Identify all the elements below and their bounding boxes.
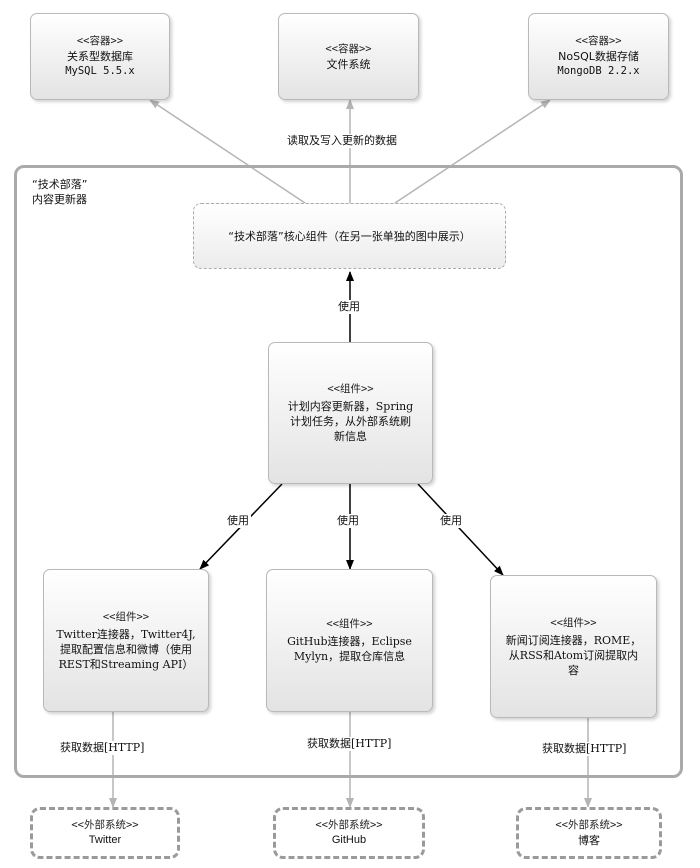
edge-label-uses-core: 使用 [336, 300, 362, 314]
container-filesystem-stereotype: <<容器>> [325, 42, 372, 55]
external-blog-stereotype: <<外部系统>> [555, 819, 623, 831]
arrow-core-to-nosql [394, 99, 551, 204]
core-components[interactable]: “技术部落”核心组件（在另一张单独的图中展示） [193, 203, 506, 269]
scheduler-stereotype: <<组件>> [327, 383, 374, 395]
content-updater-boundary [14, 165, 683, 778]
external-github[interactable]: <<外部系统>> GitHub [273, 807, 425, 859]
edge-label-read-write: 读取及写入更新的数据 [285, 134, 399, 148]
edge-label-fetch-github: 获取数据[HTTP] [305, 737, 394, 751]
edge-label-uses-twitter: 使用 [225, 514, 251, 528]
feed-connector-line1: 新闻订阅连接器，ROME， [505, 633, 642, 647]
feed-connector[interactable]: <<组件>> 新闻订阅连接器，ROME， 从RSS和Atom订阅提取内 容 [490, 575, 657, 718]
container-nosql-stereotype: <<容器>> [575, 35, 622, 47]
twitter-connector-line3: REST和Streaming API） [58, 657, 194, 671]
github-connector-line1: GitHub连接器，Eclipse [287, 635, 412, 648]
edge-label-uses-feeds: 使用 [438, 514, 464, 528]
container-mysql-stereotype: <<容器>> [76, 35, 124, 47]
boundary-label-line2: 内容更新器 [32, 193, 87, 206]
container-nosql-name: NoSQL数据存储 [558, 50, 639, 63]
scheduled-content-updater[interactable]: <<组件>> 计划内容更新器，Spring 计划任务，从外部系统刷 新信息 [268, 342, 433, 484]
feed-connector-stereotype: <<组件>> [550, 616, 597, 629]
core-components-text: “技术部落”核心组件（在另一张单独的图中展示） [228, 229, 471, 243]
container-nosql[interactable]: <<容器>> NoSQL数据存储 MongoDB 2.2.x [528, 13, 669, 100]
external-blog-name: 博客 [578, 834, 600, 847]
github-connector-line2: Mylyn，提取仓库信息 [293, 650, 406, 663]
github-connector[interactable]: <<组件>> GitHub连接器，Eclipse Mylyn，提取仓库信息 [266, 569, 433, 712]
boundary-label: “技术部落” 内容更新器 [32, 177, 87, 207]
feed-connector-line2: 从RSS和Atom订阅提取内 [508, 648, 639, 662]
scheduler-line2: 计划任务，从外部系统刷 [290, 415, 411, 428]
container-mysql-name: 关系型数据库 [67, 50, 133, 63]
feed-connector-line3: 容 [568, 663, 579, 677]
external-twitter-stereotype: <<外部系统>> [71, 819, 139, 831]
container-mysql[interactable]: <<容器>> 关系型数据库 MySQL 5.5.x [30, 13, 170, 100]
external-github-name: GitHub [331, 834, 367, 846]
boundary-label-line1: “技术部落” [32, 178, 88, 191]
external-twitter-name: Twitter [88, 834, 122, 846]
container-filesystem[interactable]: <<容器>> 文件系统 [278, 13, 419, 100]
scheduler-line3: 新信息 [334, 430, 367, 443]
external-github-stereotype: <<外部系统>> [315, 819, 383, 831]
edge-label-fetch-twitter: 获取数据[HTTP] [58, 741, 147, 755]
external-twitter[interactable]: <<外部系统>> Twitter [30, 807, 180, 859]
external-blog[interactable]: <<外部系统>> 博客 [516, 807, 662, 859]
arrow-core-to-mysql [149, 99, 306, 204]
twitter-connector[interactable]: <<组件>> Twitter连接器，Twitter4J, 提取配置信息和微博（使… [43, 569, 209, 712]
container-mysql-tech: MySQL 5.5.x [65, 65, 135, 77]
twitter-connector-line2: 提取配置信息和微博（使用 [60, 642, 192, 656]
twitter-connector-line1: Twitter连接器，Twitter4J, [56, 627, 196, 641]
edge-label-fetch-blog: 获取数据[HTTP] [540, 742, 629, 756]
container-nosql-tech: MongoDB 2.2.x [557, 65, 640, 77]
edge-label-uses-github: 使用 [335, 514, 361, 528]
scheduler-line1: 计划内容更新器，Spring [287, 400, 414, 413]
twitter-connector-stereotype: <<组件>> [102, 610, 150, 623]
github-connector-stereotype: <<组件>> [326, 618, 373, 630]
arrow-scheduler-to-feeds [417, 483, 504, 576]
container-filesystem-name: 文件系统 [326, 57, 371, 71]
